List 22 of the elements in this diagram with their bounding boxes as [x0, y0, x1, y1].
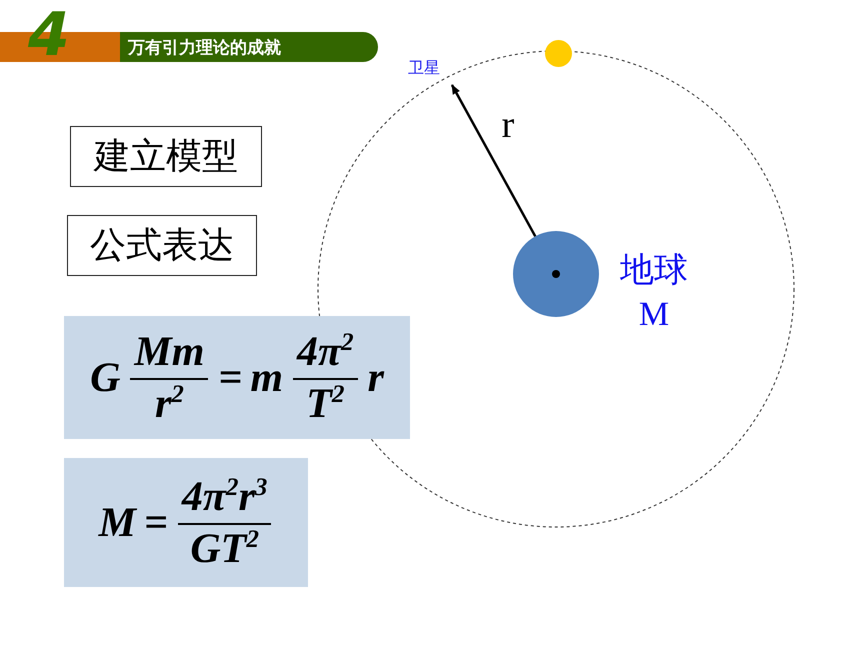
planet-label: 地球 M: [619, 251, 689, 335]
formula-box: [64, 458, 308, 587]
radius-arrow: [450, 84, 536, 237]
formula-term: r: [368, 354, 384, 402]
formula-term: =: [218, 354, 242, 402]
satellite-label: 卫星: [408, 58, 454, 80]
header-title: 万有引力理论的成就: [128, 37, 281, 59]
formula-term: M: [98, 498, 136, 546]
formula-term: GT$^{2}$: [190, 524, 259, 572]
formula-term: 4π$^{2}$: [293, 328, 358, 380]
formula-box: [64, 316, 410, 439]
formula-term: Mm: [130, 328, 208, 380]
label-box: 公式表达: [67, 215, 257, 276]
formula-term: G: [90, 354, 120, 402]
formula-term: r$^{2}$: [154, 380, 184, 428]
radius-label: r: [502, 102, 514, 147]
formula-term: m: [250, 354, 284, 402]
formula-term: T$^{2}$: [306, 380, 344, 428]
label-box: 建立模型: [70, 126, 262, 187]
formula-term: =: [144, 498, 168, 546]
formula-term: 4π$^{2}$r$^{3}$: [178, 472, 272, 524]
satellite-circle: [545, 40, 572, 67]
